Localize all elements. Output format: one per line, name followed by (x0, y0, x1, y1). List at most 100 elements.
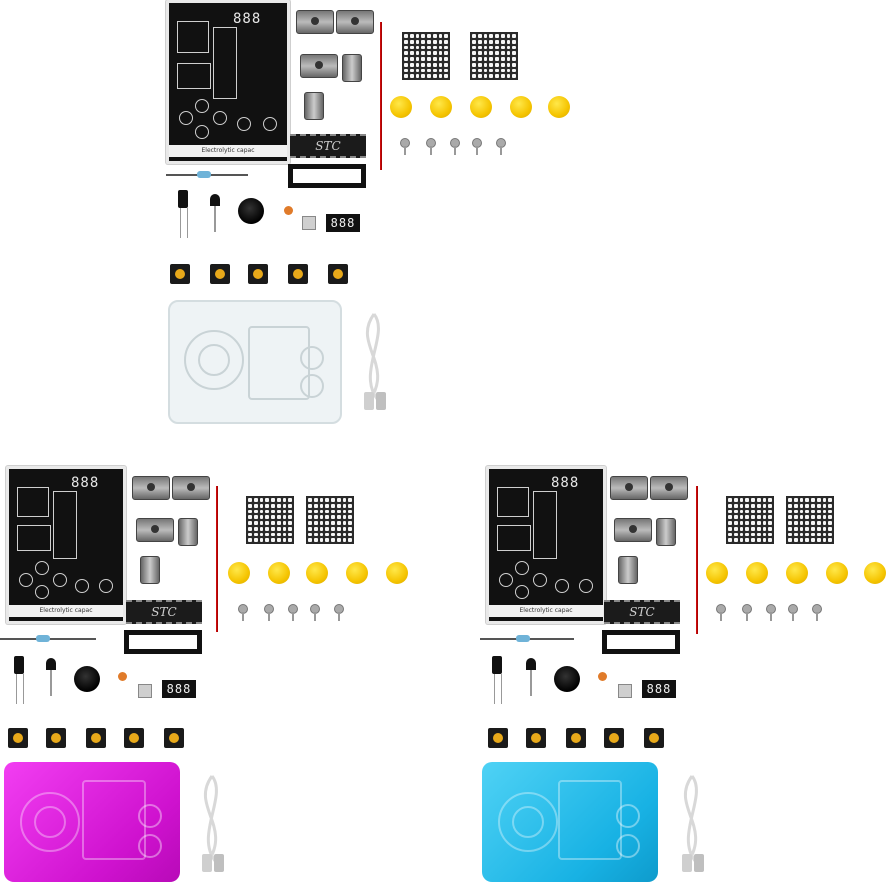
button-cap-icon (470, 96, 492, 118)
red-wire (380, 22, 382, 170)
kit-pink: 888 Electrolytic capac (0, 466, 440, 886)
pcb-board: 888 Electrolytic capac (166, 0, 290, 164)
tactile-button (124, 728, 144, 748)
battery-holder-icon (136, 518, 174, 542)
tactile-button (604, 728, 624, 748)
transistor (46, 658, 56, 696)
led-matrix-icon (470, 32, 518, 80)
screw-icon (264, 604, 274, 621)
ic-socket (602, 630, 680, 654)
resistor (166, 171, 248, 178)
battery-holder-icon (172, 476, 210, 500)
screw-icon (472, 138, 482, 155)
battery-holder-icon (132, 476, 170, 500)
screw-icon (400, 138, 410, 155)
seven-segment-display: 888 (326, 214, 360, 232)
ic-socket (288, 164, 366, 188)
buzzer (238, 198, 264, 224)
screw-icon (766, 604, 776, 621)
battery-holder-icon (650, 476, 688, 500)
led-matrix-icon (246, 496, 294, 544)
button-cap-icon (228, 562, 250, 584)
battery-contact-icon (656, 518, 676, 546)
battery-holder-icon (296, 10, 334, 34)
pcb-label: Electrolytic capac (9, 605, 123, 617)
buzzer (74, 666, 100, 692)
pcb-label: Electrolytic capac (169, 145, 287, 157)
electrolytic-capacitor (178, 190, 188, 238)
battery-contact-icon (342, 54, 362, 82)
tactile-button (86, 728, 106, 748)
seven-segment-display: 888 (162, 680, 196, 698)
enclosure-case (168, 300, 342, 424)
enclosure-case (4, 762, 180, 882)
tactile-button (46, 728, 66, 748)
pcb-board: 888 Electrolytic capac (486, 466, 606, 624)
battery-holder-icon (336, 10, 374, 34)
ceramic-capacitor (118, 672, 127, 681)
button-cap-icon (386, 562, 408, 584)
resistor (0, 635, 96, 642)
button-cap-icon (864, 562, 886, 584)
pcb-board: 888 Electrolytic capac (6, 466, 126, 624)
screw-icon (426, 138, 436, 155)
button-cap-icon (826, 562, 848, 584)
screw-icon (238, 604, 248, 621)
screw-icon (812, 604, 822, 621)
button-cap-icon (706, 562, 728, 584)
enclosure-case (482, 762, 658, 882)
button-cap-icon (510, 96, 532, 118)
ceramic-capacitor (598, 672, 607, 681)
crystal (618, 684, 632, 698)
battery-contact-icon (140, 556, 160, 584)
mcu-chip: STC (126, 600, 202, 624)
tactile-button (288, 264, 308, 284)
tactile-button (488, 728, 508, 748)
tactile-button (8, 728, 28, 748)
button-cap-icon (548, 96, 570, 118)
red-wire (216, 486, 218, 632)
red-wire (696, 486, 698, 634)
battery-holder-icon (300, 54, 338, 78)
button-cap-icon (786, 562, 808, 584)
screw-icon (450, 138, 460, 155)
battery-holder-icon (614, 518, 652, 542)
tactile-button (210, 264, 230, 284)
transistor (526, 658, 536, 696)
button-cap-icon (430, 96, 452, 118)
battery-contact-icon (618, 556, 638, 584)
pcb-display: 888 (551, 475, 580, 491)
kit-clear: 888 Electrolytic capac (160, 0, 600, 430)
tactile-button (566, 728, 586, 748)
mcu-chip: STC (290, 134, 366, 158)
ic-socket (124, 630, 202, 654)
tactile-button (164, 728, 184, 748)
electrolytic-capacitor (492, 656, 502, 704)
crystal (138, 684, 152, 698)
resistor (480, 635, 574, 642)
transistor (210, 194, 220, 232)
usb-cable-icon (682, 775, 704, 872)
screw-icon (742, 604, 752, 621)
ceramic-capacitor (284, 206, 293, 215)
led-matrix-icon (726, 496, 774, 544)
tactile-button (248, 264, 268, 284)
usb-cable-icon (202, 775, 224, 872)
screw-icon (310, 604, 320, 621)
button-cap-icon (390, 96, 412, 118)
tactile-button (328, 264, 348, 284)
buzzer (554, 666, 580, 692)
button-cap-icon (346, 562, 368, 584)
pcb-display: 888 (71, 475, 100, 491)
screw-icon (288, 604, 298, 621)
seven-segment-display: 888 (642, 680, 676, 698)
mcu-chip: STC (604, 600, 680, 624)
button-cap-icon (746, 562, 768, 584)
crystal (302, 216, 316, 230)
tactile-button (170, 264, 190, 284)
screw-icon (334, 604, 344, 621)
tactile-button (526, 728, 546, 748)
button-cap-icon (306, 562, 328, 584)
kit-blue: 888 Electrolytic capac (480, 466, 894, 886)
screw-icon (716, 604, 726, 621)
